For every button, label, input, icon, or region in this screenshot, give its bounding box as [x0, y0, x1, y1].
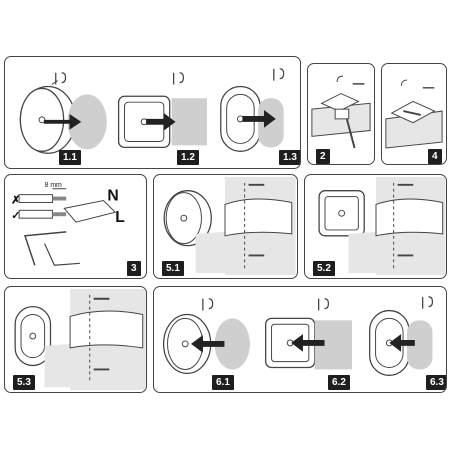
step-label-3: 3 [127, 261, 141, 276]
arrow-icon [191, 335, 225, 353]
wire-strip-diagram [18, 188, 67, 219]
panel-step-5-3: 5.3 [4, 286, 147, 393]
terminal-block [334, 108, 350, 120]
step-5-1-illustration [163, 176, 296, 276]
step-label-6-3: 6.3 [426, 375, 446, 390]
screwdriver-icon [400, 79, 408, 86]
step-5-2-illustration [318, 176, 446, 276]
square-gasket [171, 98, 208, 146]
neutral-label: N [107, 188, 118, 205]
round-gasket [214, 318, 250, 370]
earth-wire [44, 243, 80, 266]
arrow-icon [389, 334, 415, 352]
shadow-projection [44, 343, 71, 388]
round-gasket [67, 94, 107, 150]
step-label-4: 4 [428, 149, 442, 164]
cable [403, 110, 421, 116]
panel-step-2: 2 [307, 63, 375, 165]
supply-cable [23, 231, 67, 266]
step-5-3-illustration [14, 288, 146, 391]
step-label-1-2: 1.2 [177, 150, 199, 165]
arrow-icon [291, 334, 325, 352]
panel-step-4: 4 [381, 63, 447, 165]
step-label-1-3: 1.3 [279, 150, 300, 165]
wiring-illustration: 8 mm ✗ ✓ N L [11, 182, 125, 266]
panel-step-5-1: 5.1 [153, 174, 298, 279]
oval-luminaire [220, 85, 261, 152]
step-label-5-3: 5.3 [13, 375, 35, 390]
step-label-2: 2 [316, 149, 330, 164]
shadow-projection [348, 231, 376, 274]
step-label-5-1: 5.1 [162, 261, 184, 276]
screwdriver-icon [422, 296, 434, 309]
arrow-icon [146, 112, 176, 131]
base-plate [320, 93, 360, 112]
base-plate [224, 198, 293, 237]
terminal-block [63, 199, 117, 223]
step-6-illustration [162, 296, 434, 376]
base-plate [390, 100, 436, 124]
arrow-icon [242, 110, 276, 128]
live-label: L [115, 209, 125, 226]
step-2-illustration [311, 75, 371, 149]
panel-step-6: 6.1 6.2 6.3 [153, 286, 447, 393]
step-4-illustration [385, 79, 443, 149]
oval-gasket [258, 98, 284, 148]
screwdriver-icon [273, 68, 285, 81]
screwdriver-icon [318, 298, 330, 311]
step-label-6-1: 6.1 [212, 375, 234, 390]
oval-gasket [406, 320, 433, 370]
strip-length-label: 8 mm [45, 182, 62, 189]
panel-step-3: 8 mm ✗ ✓ N L 3 [4, 174, 147, 279]
arrow-icon [43, 113, 82, 130]
step-1-illustration [19, 68, 285, 154]
screwdriver-icon [172, 72, 185, 85]
screwdriver-icon [336, 75, 343, 82]
step-label-1-1: 1.1 [59, 150, 81, 165]
step-label-6-2: 6.2 [328, 375, 350, 390]
screwdriver-icon [51, 72, 67, 85]
panel-step-1: 1.1 1.2 1.3 [4, 56, 301, 169]
base-plate [375, 198, 444, 237]
panel-step-5-2: 5.2 [304, 174, 447, 279]
right-mark: ✓ [11, 210, 20, 222]
wrong-mark: ✗ [11, 194, 20, 206]
step-label-5-2: 5.2 [313, 261, 335, 276]
screwdriver-icon [202, 298, 214, 311]
base-plate [69, 310, 144, 349]
shadow-projection [195, 231, 226, 274]
cable [345, 118, 356, 149]
